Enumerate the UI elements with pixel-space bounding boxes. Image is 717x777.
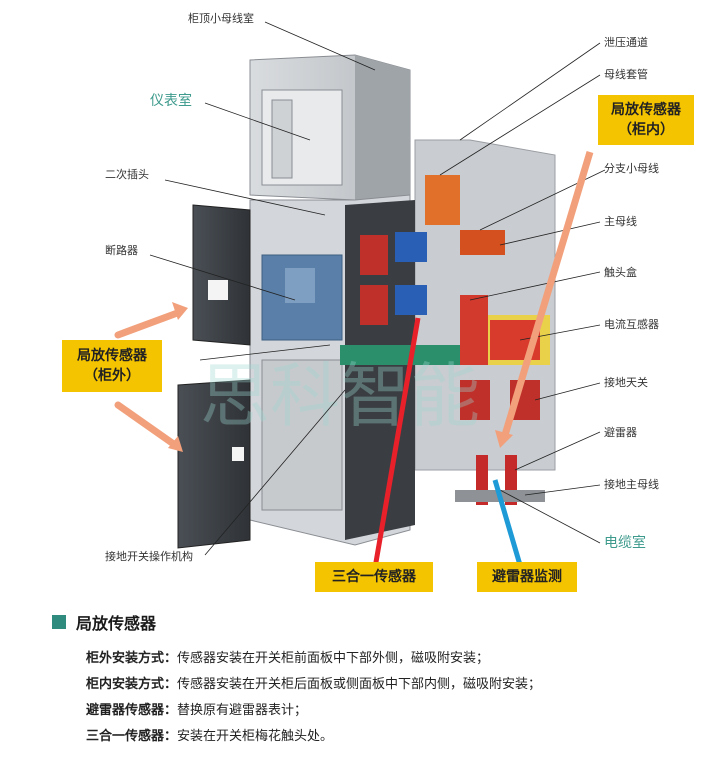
switchgear-illustration: 思科智能 — [114, 21, 606, 569]
label-current-transformer: 电流互感器 — [604, 318, 659, 331]
label-branch-busbar: 分支小母线 — [604, 162, 659, 175]
callout-pd-outside-line2: （柜外） — [84, 368, 140, 384]
callout-pd-inside-line1: 局放传感器 — [611, 102, 681, 118]
list-item: 柜内安装方式：传感器安装在开关柜后面板或侧面板中下部内侧，磁吸附安装； — [52, 672, 692, 698]
label-bus-bushing: 母线套管 — [604, 68, 648, 81]
label-circuit-breaker: 断路器 — [105, 244, 138, 257]
list-item: 柜外安装方式：传感器安装在开关柜前面板中下部外侧，磁吸附安装； — [52, 646, 692, 672]
row-value: 安装在开关柜梅花触头处。 — [177, 729, 334, 744]
label-earthing-switch: 接地天关 — [604, 376, 648, 389]
label-earthing-main-busbar: 接地主母线 — [604, 478, 659, 491]
label-main-busbar: 主母线 — [604, 215, 637, 228]
label-instrument-room: 仪表室 — [150, 93, 192, 109]
switchgear-diagram: 思科智能 — [62, 12, 694, 592]
label-secondary-plug: 二次插头 — [105, 168, 149, 181]
row-key: 柜外安装方式： — [86, 651, 178, 666]
label-pressure-relief: 泄压通道 — [604, 36, 648, 49]
label-cable-room: 电缆室 — [604, 535, 646, 551]
list-item: 三合一传感器：安装在开关柜梅花触头处。 — [52, 724, 692, 750]
pd-sensor-section: 局放传感器 柜外安装方式：传感器安装在开关柜前面板中下部外侧，磁吸附安装； 柜内… — [52, 610, 692, 750]
callout-pd-outside-line1: 局放传感器 — [77, 348, 147, 364]
section-title: 局放传感器 — [52, 610, 692, 634]
callout-pd-sensor-inside: 局放传感器 （柜内） — [598, 95, 694, 145]
row-value: 传感器安装在开关柜后面板或侧面板中下部内侧，磁吸附安装； — [177, 677, 542, 692]
section-square-icon — [52, 615, 66, 629]
callout-arrester-monitor-text: 避雷器监测 — [492, 569, 562, 585]
callout-pd-inside-line2: （柜内） — [618, 122, 674, 138]
callout-pd-sensor-outside: 局放传感器 （柜外） — [62, 340, 162, 392]
section-title-text: 局放传感器 — [76, 614, 157, 633]
callout-three-in-one-text: 三合一传感器 — [332, 569, 416, 585]
list-item: 避雷器传感器：替换原有避雷器表计； — [52, 698, 692, 724]
callout-three-in-one-sensor: 三合一传感器 — [315, 562, 433, 592]
row-key: 避雷器传感器： — [86, 703, 178, 718]
label-top-busbar-room: 柜顶小母线室 — [188, 12, 254, 25]
callout-arrester-monitor: 避雷器监测 — [477, 562, 577, 592]
row-value: 替换原有避雷器表计； — [177, 703, 308, 718]
row-key: 三合一传感器： — [86, 729, 178, 744]
row-key: 柜内安装方式： — [86, 677, 178, 692]
label-contact-box: 触头盒 — [604, 266, 637, 279]
label-surge-arrester: 避雷器 — [604, 426, 637, 439]
label-earthing-mechanism: 接地开关操作机构 — [105, 550, 193, 563]
row-value: 传感器安装在开关柜前面板中下部外侧，磁吸附安装； — [177, 651, 490, 666]
